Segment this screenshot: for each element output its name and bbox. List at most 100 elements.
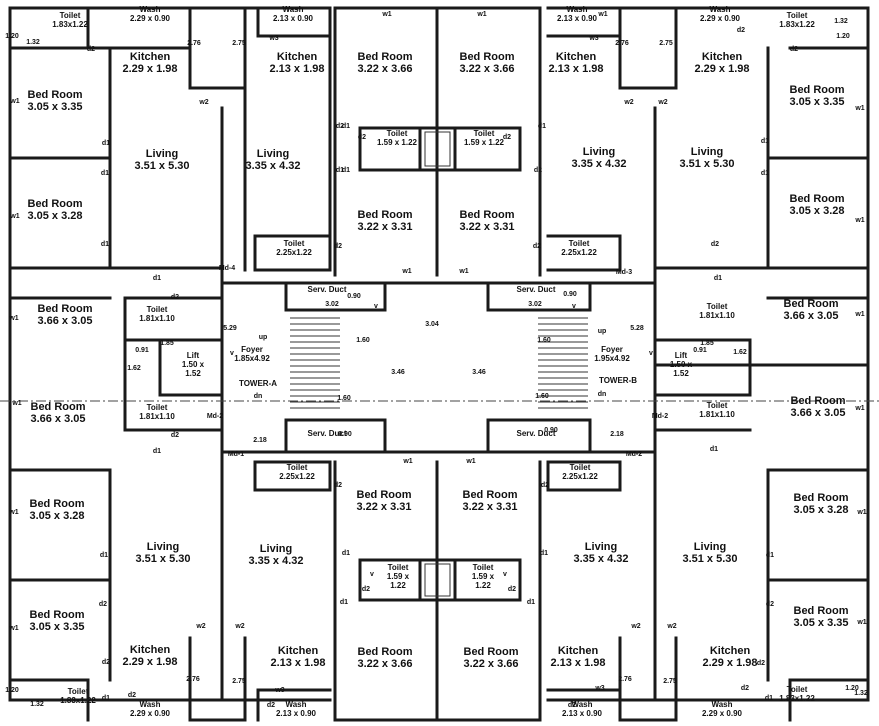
plan-mark: w1 bbox=[9, 213, 19, 220]
room-dimensions: 1.83x1.22 bbox=[779, 20, 815, 29]
room-name: Wash bbox=[566, 5, 587, 14]
room-dimensions: 2.29 x 0.90 bbox=[700, 14, 741, 23]
room-dimensions: 3.51 x 5.30 bbox=[679, 158, 734, 170]
room-dimensions: 3.05 x 3.28 bbox=[27, 210, 82, 222]
plan-mark: d1 bbox=[761, 138, 769, 145]
plan-mark: 2.75 bbox=[232, 678, 246, 685]
plan-mark: w2 bbox=[198, 99, 208, 106]
room-name: Bed Room bbox=[358, 209, 413, 221]
fixtures bbox=[0, 131, 879, 597]
room-dimensions: 1.85x4.92 bbox=[234, 354, 270, 363]
plan-mark: w1 bbox=[856, 619, 866, 626]
plan-mark: 0.90 bbox=[338, 431, 352, 438]
room-dimensions: 3.66 x 3.05 bbox=[37, 315, 92, 327]
room-name: Bed Room bbox=[791, 395, 846, 407]
plan-mark: v bbox=[649, 350, 653, 357]
room-dimensions: 3.22 x 3.31 bbox=[462, 501, 517, 513]
room-dimensions: 1.83x1.22 bbox=[60, 696, 96, 705]
plan-mark: d2 bbox=[362, 586, 370, 593]
plan-mark: d2 bbox=[171, 432, 179, 439]
plan-mark: 1.85 bbox=[160, 340, 174, 347]
plan-mark: 1.32 bbox=[834, 18, 848, 25]
plan-mark: 1.32 bbox=[26, 39, 40, 46]
room-name: Bed Room bbox=[794, 605, 849, 617]
room-name: Bed Room bbox=[38, 303, 93, 315]
room-name: Foyer bbox=[601, 345, 623, 354]
room-dimensions: 3.66 x 3.05 bbox=[790, 407, 845, 419]
plan-mark: d2 bbox=[503, 134, 511, 141]
room-dimensions: 3.05 x 3.28 bbox=[789, 205, 844, 217]
plan-mark: 1.32 bbox=[30, 701, 44, 708]
plan-mark: d1 bbox=[765, 695, 773, 702]
plan-mark: w2 bbox=[630, 623, 640, 630]
room-name: Kitchen bbox=[556, 51, 597, 63]
room-dimensions: 3.22 x 3.66 bbox=[357, 658, 412, 670]
plan-mark: v bbox=[370, 571, 374, 578]
tower-label: TOWER-B bbox=[599, 376, 637, 385]
room-name: Wash bbox=[571, 700, 592, 709]
plan-mark: up bbox=[598, 328, 607, 335]
room-name: Toilet bbox=[147, 403, 168, 412]
plan-mark: 3.04 bbox=[425, 321, 439, 328]
room-dimensions: 3.22 x 3.31 bbox=[356, 501, 411, 513]
room-name: Kitchen bbox=[710, 645, 751, 657]
room-name: Toilet bbox=[284, 239, 305, 248]
room-name: Toilet bbox=[68, 687, 89, 696]
plan-mark: d2 bbox=[171, 294, 179, 301]
plan-mark: w1 bbox=[854, 217, 864, 224]
plan-mark: d2 bbox=[541, 482, 549, 489]
plan-mark: 1.20 bbox=[5, 33, 19, 40]
room-dimensions: 1.52 bbox=[673, 369, 689, 378]
room-dimensions: 2.13 x 1.98 bbox=[269, 63, 324, 75]
plan-mark: d1 bbox=[153, 448, 161, 455]
room-dimensions: 3.66 x 3.05 bbox=[783, 310, 838, 322]
room-dimensions: 2.13 x 1.98 bbox=[550, 657, 605, 669]
room-name: Bed Room bbox=[460, 209, 515, 221]
room-name: Bed Room bbox=[790, 84, 845, 96]
room-name: Kitchen bbox=[130, 644, 171, 656]
room-dimensions: 1.95x4.92 bbox=[594, 354, 630, 363]
room-dimensions: 2.13 x 0.90 bbox=[562, 709, 603, 718]
plan-mark: w1 bbox=[458, 268, 468, 275]
room-name: Living bbox=[147, 541, 179, 553]
room-dimensions: 2.29 x 1.98 bbox=[702, 657, 757, 669]
plan-mark: v bbox=[572, 303, 576, 310]
room-dimensions: 3.22 x 3.31 bbox=[357, 221, 412, 233]
room-dimensions: 2.25x1.22 bbox=[562, 472, 598, 481]
plan-mark: v bbox=[230, 350, 234, 357]
room-name: Bed Room bbox=[460, 51, 515, 63]
room-dimensions: 1.59 x 1.22 bbox=[464, 138, 505, 147]
room-dimensions: 2.29 x 0.90 bbox=[130, 14, 171, 23]
plan-mark: d1 bbox=[101, 170, 109, 177]
room-dimensions: 2.29 x 1.98 bbox=[122, 63, 177, 75]
room-dimensions: 3.35 x 4.32 bbox=[573, 553, 628, 565]
plan-mark: w1 bbox=[401, 268, 411, 275]
plan-mark: d1 bbox=[538, 123, 546, 130]
plan-mark: 5.28 bbox=[630, 325, 644, 332]
plan-mark: 1.62 bbox=[127, 365, 141, 372]
plan-mark: Md-2 bbox=[207, 413, 223, 420]
room-duct-a2: Serv. Duct bbox=[308, 429, 347, 438]
